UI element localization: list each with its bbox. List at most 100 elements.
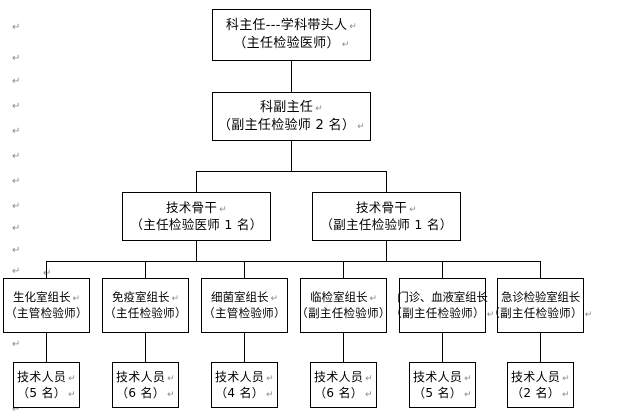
node-group-immunology-line1: 免疫室组长↵: [111, 289, 180, 304]
connector-bus-to-backbone-left: [196, 171, 197, 192]
connector-bus-to-group-6: [540, 261, 541, 278]
node-staff-biochemistry[interactable]: 技术人员↵ （5 名）↵: [13, 362, 80, 408]
node-backbone-left-line1: 技术骨干↵: [165, 199, 228, 215]
node-group-biochemistry-line1: 生化室组长↵: [12, 289, 81, 304]
paragraph-mark-icon: ↵: [365, 390, 373, 400]
connector-group-3-to-staff: [244, 333, 245, 362]
paragraph-mark-icon: ↵: [266, 373, 275, 384]
paragraph-mark-icon: ↵: [584, 309, 593, 320]
paragraph-mark-icon: ↵: [464, 373, 473, 384]
node-backbone-left-line2: （主任检验医师 1 名）: [130, 216, 263, 232]
node-deputy-director-line1: 科副主任↵: [259, 99, 324, 115]
node-staff-emergency-lab-line1: 技术人员↵: [510, 369, 571, 384]
connector-group-6-to-staff: [540, 333, 541, 362]
node-director[interactable]: 科主任---学科带头人↵ （主任检验医师）↵: [212, 9, 371, 61]
node-staff-clinical-lab-line2: （6 名）↵: [314, 386, 373, 400]
paragraph-mark-icon: ↵: [357, 121, 365, 132]
node-group-biochemistry-line2: （主管检验师）: [5, 305, 88, 320]
paragraph-mark-icon: ↵: [171, 293, 180, 304]
connector-bus-to-group-2: [145, 261, 146, 278]
node-deputy-director-line2: （副主任检验师 2 名）↵: [218, 117, 365, 133]
paragraph-mark-icon: ↵: [266, 390, 274, 400]
node-staff-biochemistry-line2: （5 名）↵: [17, 386, 76, 400]
paragraph-mark-icon: ↵: [315, 103, 324, 114]
node-backbone-right[interactable]: 技术骨干↵ （副主任检验师 1 名）: [312, 192, 461, 241]
node-backbone-left[interactable]: 技术骨干↵ （主任检验医师 1 名）: [122, 192, 271, 241]
connector-bus-to-group-5: [442, 261, 443, 278]
paragraph-mark-icon: ↵: [219, 204, 228, 215]
paragraph-mark-icon: ↵: [12, 223, 21, 234]
paragraph-mark-icon: ↵: [12, 76, 21, 87]
paragraph-mark-icon: ↵: [486, 309, 495, 320]
connector-bus-level4: [46, 261, 540, 262]
node-staff-biochemistry-line1: 技术人员↵: [16, 369, 77, 384]
paragraph-mark-icon: ↵: [12, 201, 21, 212]
connector-bus-to-group-1: [46, 261, 47, 278]
connector-bus-level3: [196, 171, 387, 172]
node-staff-clinical-lab[interactable]: 技术人员↵ （6 名）↵: [310, 362, 377, 408]
paragraph-mark-icon: ↵: [12, 53, 21, 64]
node-staff-bacteriology[interactable]: 技术人员↵ （4 名）↵: [211, 362, 278, 408]
connector-group-4-to-staff: [343, 333, 344, 362]
connector-bus-to-group-4: [343, 261, 344, 278]
node-staff-clinical-lab-line1: 技术人员↵: [313, 369, 374, 384]
paragraph-mark-icon: ↵: [43, 268, 52, 279]
node-group-clinical-lab-line2: （副主任检验师）: [296, 305, 391, 320]
node-group-immunology-line2: （主任检验师）: [104, 305, 187, 320]
paragraph-mark-icon: ↵: [68, 373, 77, 384]
paragraph-mark-icon: ↵: [167, 390, 175, 400]
paragraph-mark-icon: ↵: [72, 293, 81, 304]
node-director-line1: 科主任---学科带头人↵: [225, 18, 358, 34]
connector-bus-to-backbone-right: [386, 171, 387, 192]
node-staff-emergency-lab[interactable]: 技术人员↵ （2 名）↵: [507, 362, 574, 408]
node-staff-bacteriology-line1: 技术人员↵: [214, 369, 275, 384]
paragraph-mark-icon: ↵: [409, 204, 418, 215]
paragraph-mark-icon: ↵: [12, 151, 21, 162]
paragraph-mark-icon: ↵: [562, 373, 571, 384]
node-group-emergency-lab[interactable]: 急诊检验室组长 （副主任检验师）↵: [488, 278, 592, 333]
node-staff-bacteriology-line2: （4 名）↵: [215, 386, 274, 400]
connector-backbone-left-down: [196, 241, 197, 261]
node-group-biochemistry[interactable]: 生化室组长↵ （主管检验师）: [3, 278, 90, 333]
paragraph-mark-icon: ↵: [68, 390, 76, 400]
paragraph-mark-icon: ↵: [365, 373, 374, 384]
node-staff-outpatient-blood-line1: 技术人员↵: [412, 369, 473, 384]
connector-group-2-to-staff: [145, 333, 146, 362]
node-group-bacteriology-line2: （主管检验师）: [203, 305, 286, 320]
node-group-immunology[interactable]: 免疫室组长↵ （主任检验师）: [102, 278, 189, 333]
paragraph-mark-icon: ↵: [12, 22, 21, 33]
node-staff-immunology-line1: 技术人员↵: [115, 369, 176, 384]
paragraph-mark-icon: ↵: [270, 293, 279, 304]
node-group-clinical-lab-line1: 临检室组长↵: [309, 289, 378, 304]
node-staff-immunology-line2: （6 名）↵: [116, 386, 175, 400]
connector-group-5-to-staff: [442, 333, 443, 362]
node-staff-outpatient-blood[interactable]: 技术人员↵ （5 名）↵: [409, 362, 476, 408]
connector-backbone-right-down: [386, 241, 387, 261]
connector-director-to-deputy: [291, 61, 292, 92]
paragraph-mark-icon: ↵: [12, 126, 21, 137]
node-staff-immunology[interactable]: 技术人员↵ （6 名）↵: [112, 362, 179, 408]
node-group-outpatient-blood-line1: 门诊、血液室组长: [397, 289, 488, 304]
paragraph-mark-icon: ↵: [12, 266, 21, 277]
paragraph-mark-icon: ↵: [12, 176, 21, 187]
paragraph-mark-icon: ↵: [369, 293, 378, 304]
paragraph-mark-icon: ↵: [464, 390, 472, 400]
paragraph-mark-icon: ↵: [12, 404, 21, 415]
node-deputy-director[interactable]: 科副主任↵ （副主任检验师 2 名）↵: [212, 92, 371, 141]
node-backbone-right-line1: 技术骨干↵: [355, 199, 418, 215]
node-staff-outpatient-blood-line2: （5 名）↵: [413, 386, 472, 400]
paragraph-mark-icon: ↵: [349, 22, 358, 33]
connector-deputy-to-bus: [291, 141, 292, 171]
node-director-line2: （主任检验医师）↵: [233, 36, 350, 51]
connector-bus-to-group-3: [244, 261, 245, 278]
paragraph-mark-icon: ↵: [12, 101, 21, 112]
paragraph-mark-icon: ↵: [167, 373, 176, 384]
node-group-clinical-lab[interactable]: 临检室组长↵ （副主任检验师）: [296, 278, 390, 333]
paragraph-mark-icon: ↵: [12, 339, 21, 350]
node-group-outpatient-blood-line2: （副主任检验师）↵: [390, 305, 495, 320]
node-group-outpatient-blood[interactable]: 门诊、血液室组长 （副主任检验师）↵: [390, 278, 494, 333]
node-backbone-right-line2: （副主任检验师 1 名）: [320, 216, 453, 232]
node-group-bacteriology[interactable]: 细菌室组长↵ （主管检验师）: [201, 278, 288, 333]
connector-group-1-to-staff: [46, 333, 47, 362]
